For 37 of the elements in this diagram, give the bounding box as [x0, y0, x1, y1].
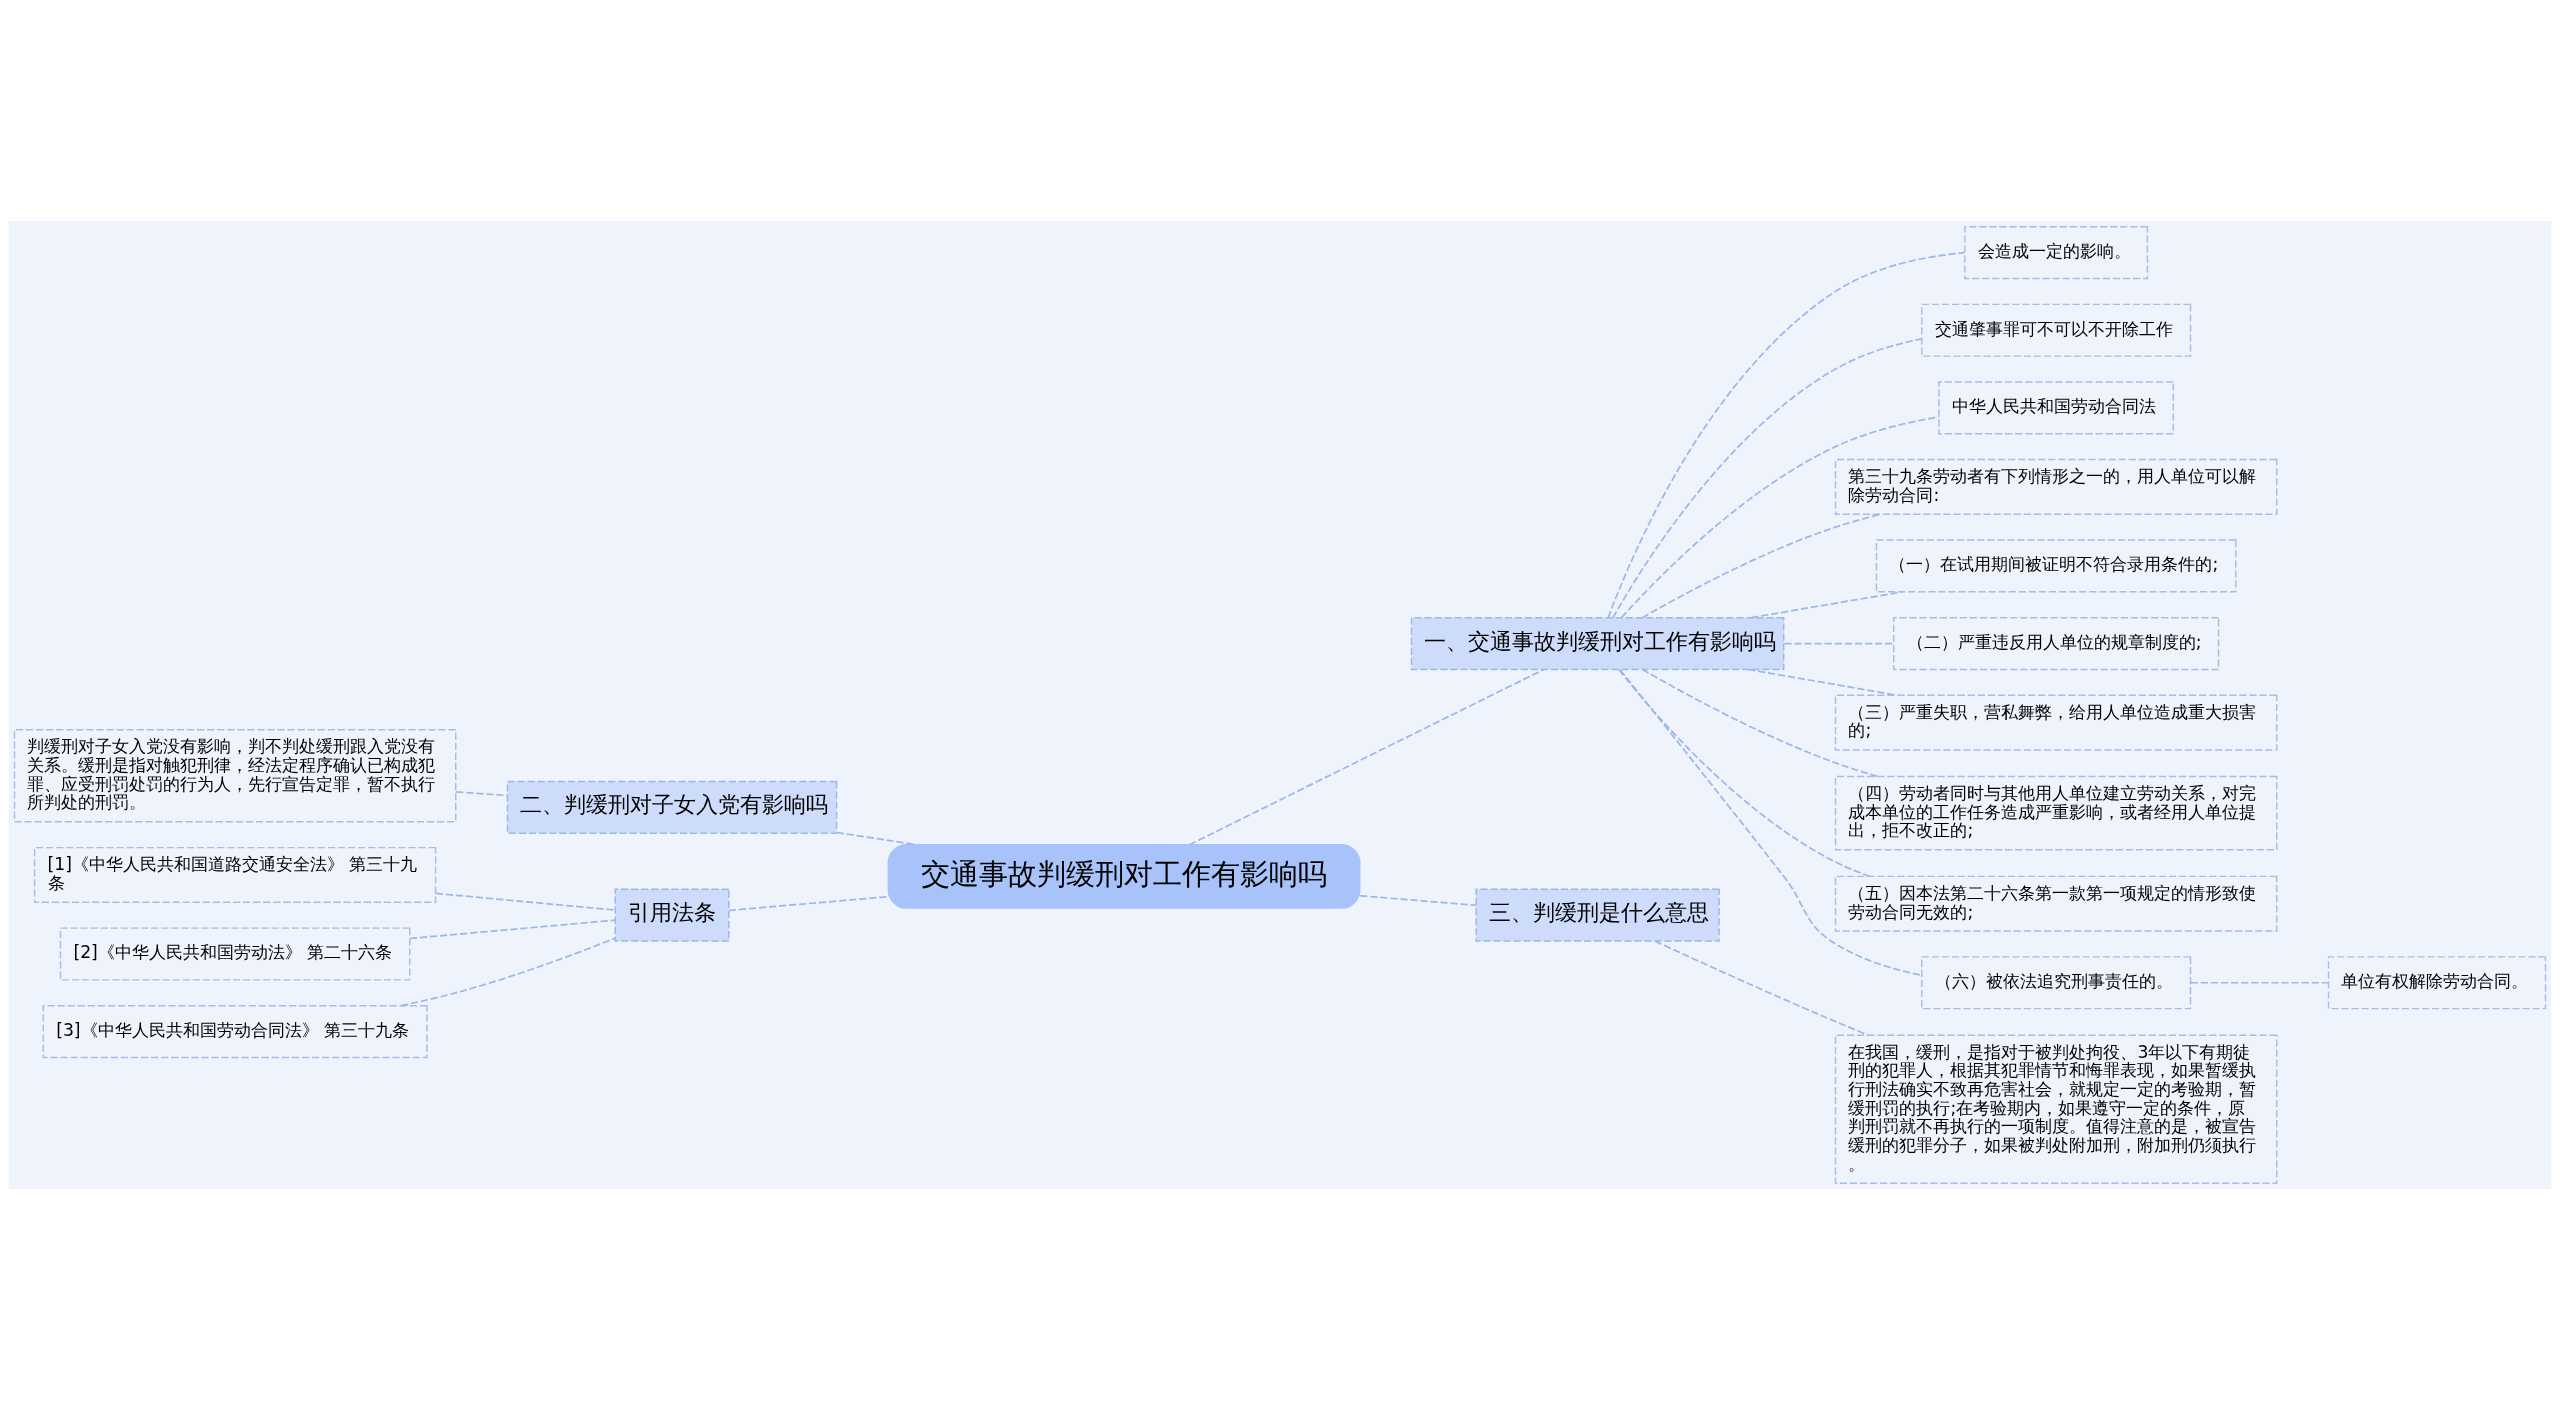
connector	[1188, 668, 1545, 846]
connector	[409, 919, 616, 940]
connector	[1783, 642, 1895, 645]
connector	[400, 937, 616, 1007]
node-box: 引用法条	[614, 888, 730, 942]
node-box: 交通事故判缓刑对工作有影响吗	[887, 844, 1361, 909]
connector	[455, 790, 509, 797]
connector	[2189, 981, 2330, 984]
node-box: 一、交通事故判缓刑对工作有影响吗	[1410, 616, 1785, 671]
node-box: （四）劳动者同时与其他用人单位建立劳动关系，对完成本单位的工作任务造成严重影响，或者经用人单位提出，拒不改正的;	[1834, 775, 2278, 851]
node-box: 单位有权解除劳动合同。	[2327, 956, 2547, 1010]
node-box: 三、判缓刑是什么意思	[1475, 888, 1720, 942]
node-box: （三）严重失职，营私舞弊，给用人单位造成重大损害的;	[1834, 694, 2278, 751]
connector	[1618, 668, 1871, 878]
node-box: 中华人民共和国劳动合同法	[1938, 381, 2174, 435]
connector	[1654, 940, 1869, 1036]
node-box: [3]《中华人民共和国劳动合同法》 第三十九条	[42, 1005, 428, 1059]
node-box: （二）严重违反用人单位的规章制度的;	[1893, 616, 2220, 671]
node-box: [1]《中华人民共和国道路交通安全法》 第三十九条	[33, 846, 437, 903]
connector	[1750, 591, 1904, 619]
node-box: 在我国，缓刑，是指对于被判处拘役、3年以下有期徒刑的犯罪人，根据其犯罪情节和悔罪表现，如果暂缓执行刑法确实不致再危害社会，就规定一定的考验期，暂缓刑罚的执行;在考验期内，如果遵守一定的条件，原判刑罚就不再执行的一项制度。值得注意的是，被宣告缓刑的犯罪分子，如果被判处附加刑，附加刑仍须执行。	[1834, 1034, 2278, 1184]
connector	[1619, 669, 1923, 977]
node-box: 会造成一定的影响。	[1964, 226, 2149, 280]
connector	[1359, 894, 1477, 907]
node-box: [2]《中华人民共和国劳动法》 第二十六条	[59, 927, 411, 981]
connector	[1612, 338, 1923, 619]
node-box: 第三十九条劳动者有下列情形之一的，用人单位可以解除劳动合同:	[1834, 458, 2278, 515]
node-box: 交通肇事罪可不可以不开除工作	[1921, 303, 2192, 357]
connector	[1607, 251, 1966, 619]
node-box: （一）在试用期间被证明不符合录用条件的;	[1875, 539, 2237, 593]
connector	[728, 895, 889, 912]
connector	[1641, 513, 1882, 619]
node-box: 判缓刑对子女入党没有影响，判不判处缓刑跟入党没有关系。缓刑是指对触犯刑律，经法定程序确认已构成犯罪、应受刑罚处罚的行为人，先行宣告定罪，暂不执行所判处的刑罚。	[13, 729, 457, 823]
node-box: （六）被依法追究刑事责任的。	[1921, 956, 2192, 1010]
connector	[1620, 416, 1940, 619]
node-box: （五）因本法第二十六条第一款第一项规定的情形致使劳动合同无效的;	[1834, 875, 2278, 932]
node-box: 二、判缓刑对子女入党有影响吗	[506, 780, 838, 834]
